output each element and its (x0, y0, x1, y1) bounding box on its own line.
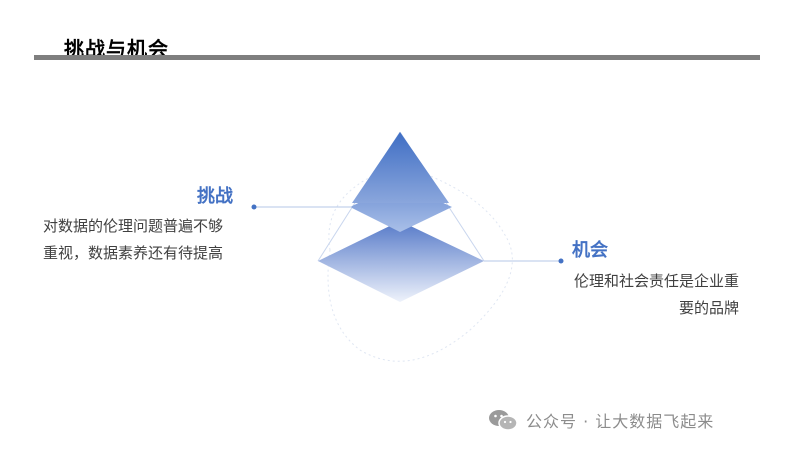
opportunity-connector-dot (558, 258, 564, 264)
opportunity-line-2: 要的品牌 (679, 299, 740, 317)
watermark-text: 公众号 · 让大数据飞起来 (526, 412, 715, 431)
challenge-line-2: 重视，数据素养还有待提高 (43, 244, 224, 262)
pyramid-top-layer (352, 132, 449, 203)
challenge-connector-dot (251, 204, 257, 210)
challenge-description: 对数据的伦理问题普遍不够 重视，数据素养还有待提高 (43, 213, 223, 267)
opportunity-description: 伦理和社会责任是企业重 要的品牌 (574, 268, 739, 322)
opportunity-heading: 机会 (572, 240, 608, 261)
challenge-heading: 挑战 (197, 186, 233, 207)
opportunity-line-1: 伦理和社会责任是企业重 (574, 272, 740, 290)
pyramid-bottom-layer (318, 221, 484, 302)
challenge-line-1: 对数据的伦理问题普遍不够 (43, 217, 224, 235)
title-underline (34, 55, 760, 60)
wechat-icon (489, 410, 518, 431)
watermark: 公众号 · 让大数据飞起来 (488, 407, 714, 433)
